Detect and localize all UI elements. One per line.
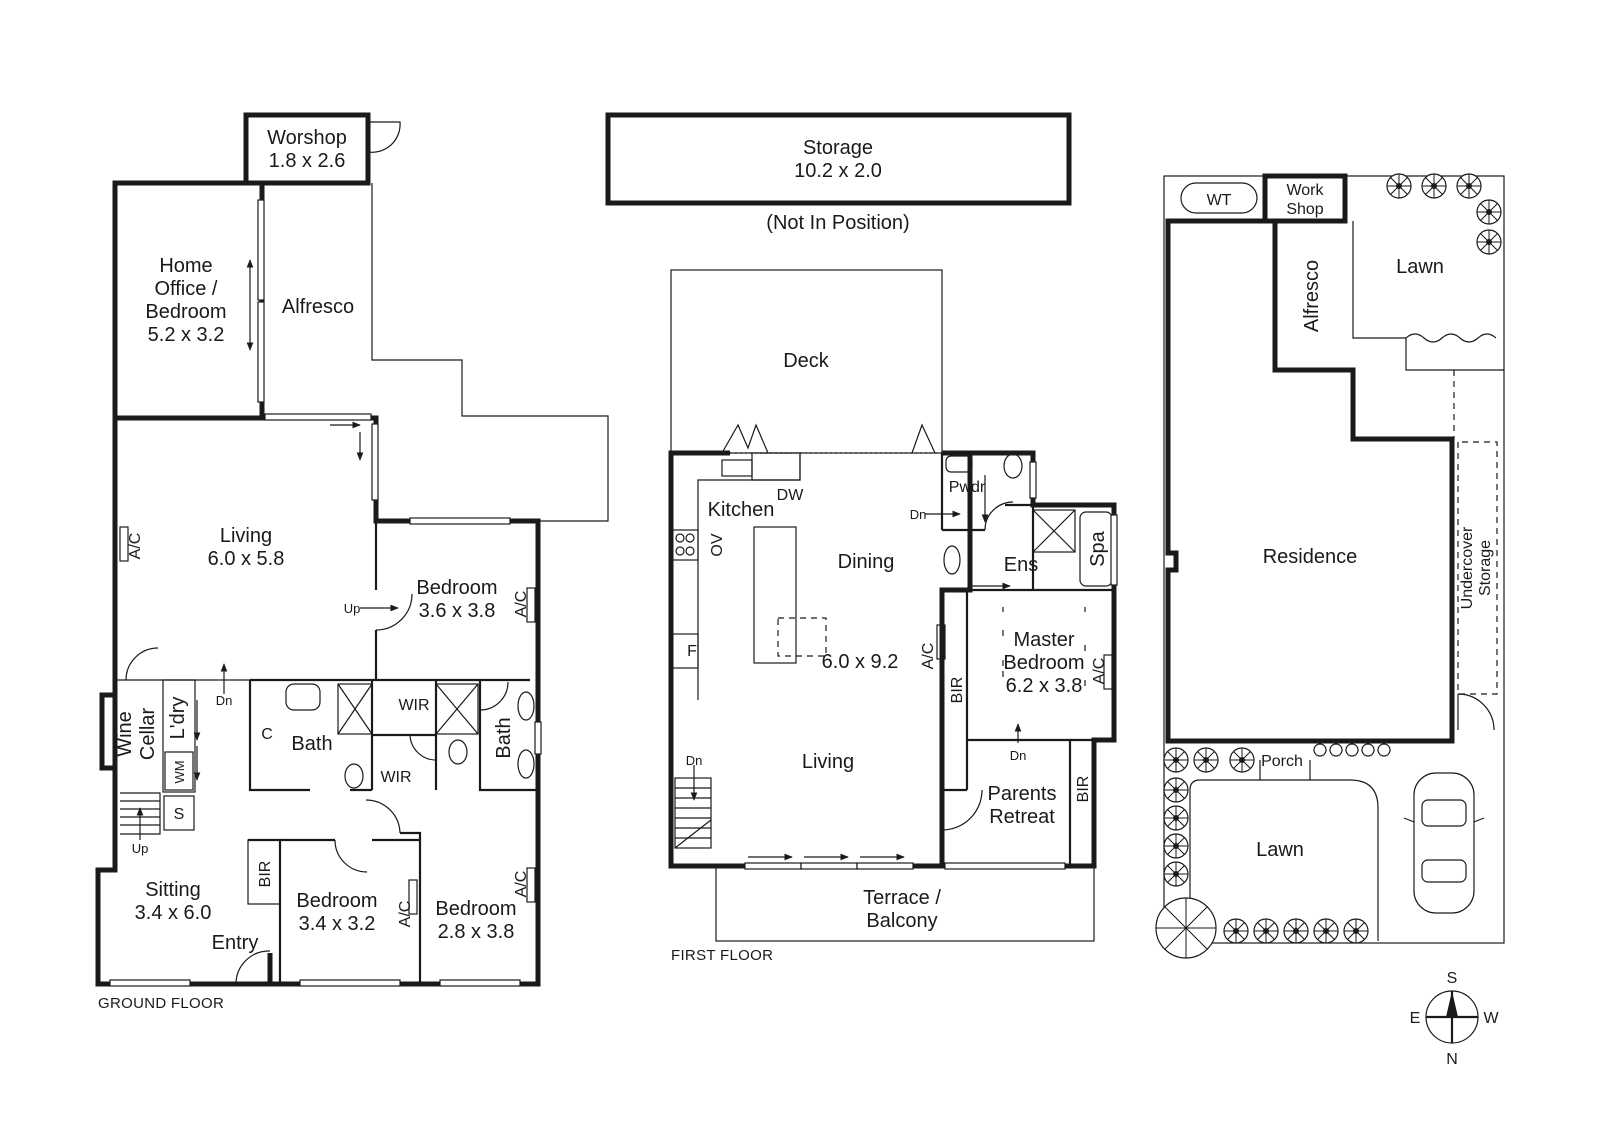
bir-label-retreat: BIR — [1075, 776, 1092, 803]
up-label: Up — [344, 601, 361, 616]
bedroom-c-label: Bedroom — [435, 898, 516, 920]
ac-label-living-first: A/C — [920, 643, 937, 670]
alfresco-label: Alfresco — [282, 296, 354, 318]
kitchen-label: Kitchen — [708, 499, 775, 521]
living-dims: 6.0 x 5.8 — [208, 548, 285, 570]
c-label: C — [261, 726, 273, 743]
wir-label-2: WIR — [380, 769, 411, 786]
bedroom-b-dims: 3.4 x 3.2 — [299, 913, 376, 935]
wir-label: WIR — [398, 697, 429, 714]
storage-dims: 10.2 x 2.0 — [794, 160, 882, 182]
sitting-dims: 3.4 x 6.0 — [135, 902, 212, 924]
door-swing — [367, 121, 401, 153]
residence-label: Residence — [1263, 546, 1358, 568]
spa-label: Spa — [1087, 530, 1109, 566]
pwdr-label: Pwdr — [949, 479, 986, 496]
ground-floor-plan — [95, 112, 609, 987]
wt-label: WT — [1207, 192, 1232, 209]
bedroom-b-label: Bedroom — [296, 890, 377, 912]
home-office-label-3: Bedroom — [145, 301, 226, 323]
work-label: Work — [1286, 182, 1324, 199]
ac-label-living: A/C — [127, 533, 144, 560]
first-floor-caption: FIRST FLOOR — [671, 947, 773, 964]
compass-s: S — [1447, 970, 1458, 987]
compass-w: W — [1483, 1010, 1499, 1027]
dn-label: Dn — [216, 693, 233, 708]
terrace-label-1: Terrace / — [863, 887, 941, 909]
s-label: S — [174, 806, 185, 823]
dn-label-ens: Dn — [910, 507, 927, 522]
parents-label-1: Parents — [988, 783, 1057, 805]
deck-label: Deck — [783, 350, 830, 372]
compass-n: N — [1446, 1051, 1458, 1068]
ac-label-bedroom-b: A/C — [397, 901, 414, 928]
bedroom-a-dims: 3.6 x 3.8 — [419, 600, 496, 622]
worshop-dims: 1.8 x 2.6 — [269, 150, 346, 172]
ens-label: Ens — [1004, 554, 1038, 576]
ac-label-bedroom-c: A/C — [513, 871, 530, 898]
dn-label-retreat: Dn — [1010, 748, 1027, 763]
home-office-label-2: Office / — [155, 278, 218, 300]
f-label: F — [687, 643, 697, 660]
storage-note: (Not In Position) — [766, 212, 909, 234]
car-icon — [1403, 772, 1485, 914]
ac-label-bedroom-a: A/C — [513, 591, 530, 618]
bir-label-master: BIR — [949, 677, 966, 704]
site-alfresco-label: Alfresco — [1301, 260, 1323, 332]
home-office-dims: 5.2 x 3.2 — [148, 324, 225, 346]
living-dims-first: 6.0 x 9.2 — [822, 651, 899, 673]
bedroom-c-dims: 2.8 x 3.8 — [438, 921, 515, 943]
wine-label: Wine — [114, 711, 136, 757]
worshop-walls — [243, 112, 371, 186]
first-floor-plan — [668, 269, 1118, 942]
storage-label: Storage — [803, 137, 873, 159]
entry-label: Entry — [212, 932, 259, 954]
storage-walls — [605, 112, 1072, 206]
alfresco-outline — [371, 183, 609, 522]
undercover-storage-label: Storage — [1477, 540, 1494, 596]
bedroom-a-label: Bedroom — [416, 577, 497, 599]
wm-label: WM — [172, 760, 187, 783]
master-dims: 6.2 x 3.8 — [1006, 675, 1083, 697]
parents-label-2: Retreat — [989, 806, 1055, 828]
bir-label: BIR — [257, 861, 274, 888]
site-plan — [1155, 173, 1505, 959]
undercover-label: Undercover — [1459, 526, 1476, 609]
master-label-1: Master — [1013, 629, 1074, 651]
porch-label: Porch — [1261, 753, 1303, 770]
ov-label: OV — [709, 533, 726, 556]
living-label-first: Living — [802, 751, 854, 773]
cellar-label: Cellar — [137, 708, 159, 761]
terrace-label-2: Balcony — [866, 910, 937, 932]
bath-label-2: Bath — [493, 717, 515, 758]
shop-label: Shop — [1286, 201, 1323, 218]
dining-label: Dining — [838, 551, 895, 573]
sitting-label: Sitting — [145, 879, 201, 901]
worshop-label: Worshop — [267, 127, 347, 149]
large-tree-icon — [1155, 897, 1217, 959]
compass-icon — [1425, 990, 1479, 1044]
up-label-2: Up — [132, 841, 149, 856]
dn-label-stairs: Dn — [686, 753, 703, 768]
laundry-label: L'dry — [167, 697, 189, 740]
home-office-label-1: Home — [159, 255, 212, 277]
lawn-top-label: Lawn — [1396, 256, 1444, 278]
compass-e: E — [1410, 1010, 1421, 1027]
living-label: Living — [220, 525, 272, 547]
dw-label: DW — [777, 487, 805, 504]
master-label-2: Bedroom — [1003, 652, 1084, 674]
ac-label-master: A/C — [1091, 658, 1108, 685]
bath-label: Bath — [291, 733, 332, 755]
ground-floor-caption: GROUND FLOOR — [98, 995, 224, 1012]
lawn-bottom-label: Lawn — [1256, 839, 1304, 861]
